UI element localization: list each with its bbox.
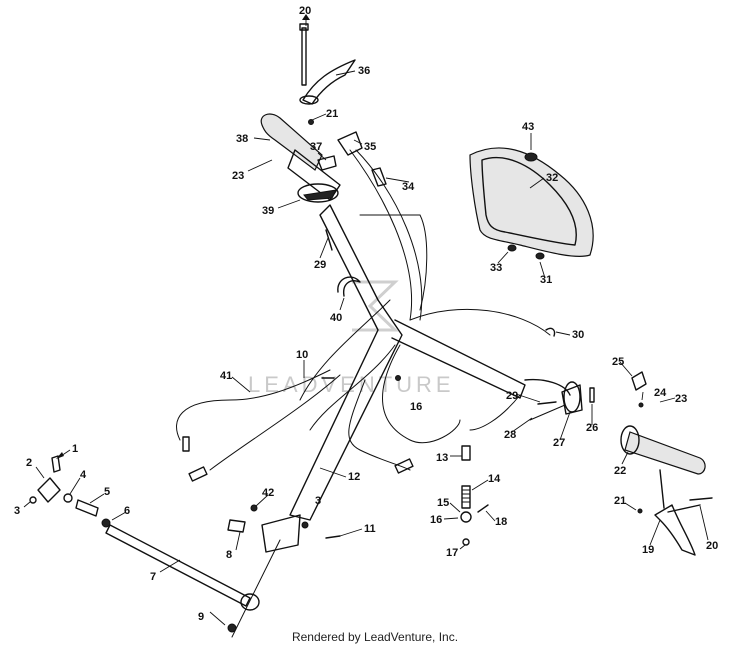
callout-8: 8 <box>226 549 232 561</box>
callout-2: 2 <box>26 457 32 469</box>
right-small-parts <box>537 327 647 408</box>
callout-42: 42 <box>262 487 274 499</box>
callout-29-left: 29 <box>314 259 326 271</box>
callout-34: 34 <box>402 181 415 193</box>
cable-end-connectors <box>182 436 471 482</box>
callout-39: 39 <box>262 205 274 217</box>
callout-26: 26 <box>586 422 598 434</box>
cable-spring-parts <box>460 485 489 546</box>
callout-4: 4 <box>80 469 87 481</box>
callout-33: 33 <box>490 262 502 274</box>
callout-22: 22 <box>614 465 626 477</box>
callout-5: 5 <box>104 486 110 498</box>
callout-10: 10 <box>296 349 308 361</box>
shift-rod-assembly <box>105 514 301 638</box>
callout-9: 9 <box>198 611 204 623</box>
callout-27: 27 <box>553 437 565 449</box>
callout-21-right: 21 <box>614 495 626 507</box>
callout-38: 38 <box>236 133 248 145</box>
callout-7: 7 <box>150 571 156 583</box>
hand-guard <box>469 147 594 260</box>
callout-35: 35 <box>364 141 376 153</box>
fasteners <box>227 119 713 633</box>
callout-18: 18 <box>495 516 507 528</box>
callout-41: 41 <box>220 370 232 382</box>
callout-labels: 1 2 3 4 5 6 7 8 9 10 11 12 13 14 15 16 1… <box>14 5 718 623</box>
leader-lines <box>23 14 709 626</box>
callout-14: 14 <box>488 473 501 485</box>
callout-16-upper: 16 <box>410 401 422 413</box>
callout-12: 12 <box>348 471 360 483</box>
callout-6: 6 <box>124 505 130 517</box>
handlebar-column <box>289 204 571 521</box>
callout-23-left: 23 <box>232 170 244 182</box>
shift-knob-parts <box>29 455 111 528</box>
callout-32: 32 <box>546 172 558 184</box>
cable-clip <box>337 276 361 297</box>
callout-40: 40 <box>330 312 342 324</box>
callout-11: 11 <box>364 523 376 535</box>
callout-1: 1 <box>72 443 78 455</box>
control-cables <box>176 149 566 471</box>
right-grip-assembly <box>561 381 706 475</box>
callout-23-right: 23 <box>675 393 687 405</box>
callout-21-top: 21 <box>326 108 338 120</box>
brake-lever-right <box>654 469 701 556</box>
footer-credit: Rendered by LeadVenture, Inc. <box>291 630 459 644</box>
watermark-logo <box>352 280 399 332</box>
left-grip-assembly <box>260 113 341 203</box>
callout-25: 25 <box>612 356 624 368</box>
callout-20-top: 20 <box>299 5 311 17</box>
callout-24: 24 <box>654 387 667 399</box>
callout-37: 37 <box>310 141 322 153</box>
callout-3-left: 3 <box>14 505 20 517</box>
throttle-control <box>317 131 387 187</box>
callout-20-right: 20 <box>706 540 718 552</box>
callout-36: 36 <box>358 65 370 77</box>
callout-19: 19 <box>642 544 654 556</box>
callout-16-mid: 16 <box>430 514 442 526</box>
watermark: LEADVENTURE <box>248 372 455 397</box>
callout-13: 13 <box>436 452 448 464</box>
callout-31: 31 <box>540 274 552 286</box>
brake-lever-top <box>299 23 356 105</box>
callout-29-right: 29 <box>506 390 518 402</box>
callout-17: 17 <box>446 547 458 559</box>
callout-28: 28 <box>504 429 516 441</box>
callout-30: 30 <box>572 329 584 341</box>
callout-43: 43 <box>522 121 534 133</box>
callout-15: 15 <box>437 497 449 509</box>
callout-3-lower: 3 <box>315 495 321 507</box>
